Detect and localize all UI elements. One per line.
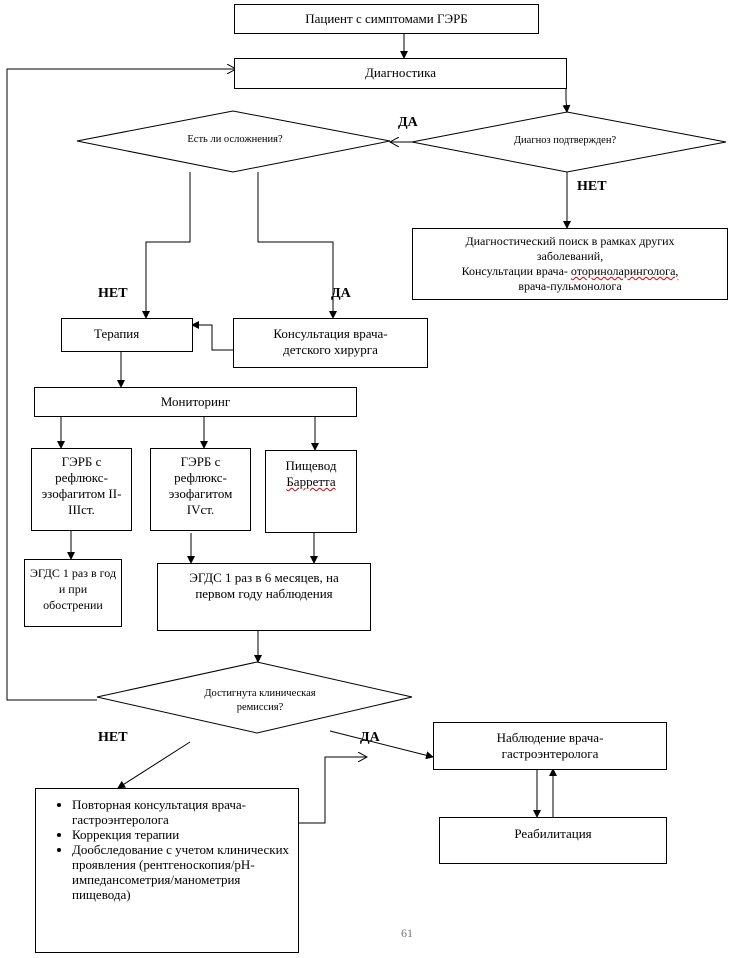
gastro-observation-box: Наблюдение врача-гастроэнтеролога (433, 722, 667, 770)
egds-yearly-box: ЭГДС 1 раз в год и при обострении (24, 559, 122, 627)
yes-label-remission: ДА (360, 730, 380, 745)
other-search-line1: Диагностический поиск в рамках других (465, 234, 675, 248)
diagnostics-text: Диагностика (364, 65, 436, 80)
monitoring-box: Мониторинг (34, 387, 357, 417)
egds-6months-text: ЭГДС 1 раз в 6 месяцев, на первом году н… (189, 570, 339, 601)
no-label-diagnosis: НЕТ (577, 179, 607, 194)
surgeon-consult-box: Консультация врача-детского хирурга (233, 318, 428, 368)
remission-question: Достигнута клиническая ремиссия? (204, 688, 316, 713)
complications-question: Есть ли осложнения? (187, 134, 283, 145)
rehabilitation-box: Реабилитация (439, 817, 667, 864)
page-number: 61 (401, 926, 413, 940)
rehabilitation-text: Реабилитация (514, 826, 592, 841)
gerd-4-box: ГЭРБ с рефлюкс-эзофагитом IVст. (150, 448, 251, 531)
gerd-2-3-text: ГЭРБ с рефлюкс-эзофагитом II-IIIст. (41, 454, 122, 517)
start-box: Пациент с симптомами ГЭРБ (234, 4, 539, 34)
diagnosis-confirmed-question: Диагноз подтвержден? (513, 135, 617, 146)
gastro-observation-text: Наблюдение врача-гастроэнтеролога (496, 730, 604, 761)
monitoring-text: Мониторинг (160, 394, 231, 409)
other-search-line3: Консультации врача- (461, 264, 571, 278)
actions-list: Повторная консультация врача-гастроэнтер… (36, 797, 298, 902)
surgeon-consult-text: Консультация врача-детского хирурга (273, 326, 388, 357)
other-search-line4: врача-пульмонолога (518, 279, 622, 293)
barrett-box: Пищевод Барретта (265, 450, 357, 533)
actions-box: Повторная консультация врача-гастроэнтер… (35, 788, 299, 953)
action-item: Коррекция терапии (72, 827, 298, 842)
action-item: Повторная консультация врача-гастроэнтер… (72, 797, 298, 827)
other-search-line2: заболеваний, (536, 249, 604, 263)
barrett-text-2: Барретта (286, 474, 336, 489)
egds-yearly-text: ЭГДС 1 раз в год и при обострении (29, 566, 117, 612)
barrett-text: Пищевод (285, 458, 337, 473)
yes-label-complications: ДА (331, 286, 351, 301)
therapy-box: Терапия (61, 318, 193, 352)
egds-6months-box: ЭГДС 1 раз в 6 месяцев, на первом году н… (157, 563, 371, 631)
action-item: Дообследование с учетом клинических проя… (72, 842, 298, 902)
gerd-2-3-box: ГЭРБ с рефлюкс-эзофагитом II-IIIст. (31, 448, 132, 531)
other-search-line3b: оториноларинголога, (570, 264, 679, 278)
start-text: Пациент с симптомами ГЭРБ (305, 11, 468, 26)
yes-label-diagnosis: ДА (398, 115, 418, 130)
no-label-complications: НЕТ (98, 286, 128, 301)
therapy-text: Терапия (94, 326, 140, 341)
gerd-4-text: ГЭРБ с рефлюкс-эзофагитом IVст. (168, 454, 233, 517)
other-diagnostics-box: Диагностический поиск в рамках других за… (412, 228, 728, 300)
no-label-remission: НЕТ (98, 730, 128, 745)
diagnostics-box: Диагностика (234, 58, 567, 89)
